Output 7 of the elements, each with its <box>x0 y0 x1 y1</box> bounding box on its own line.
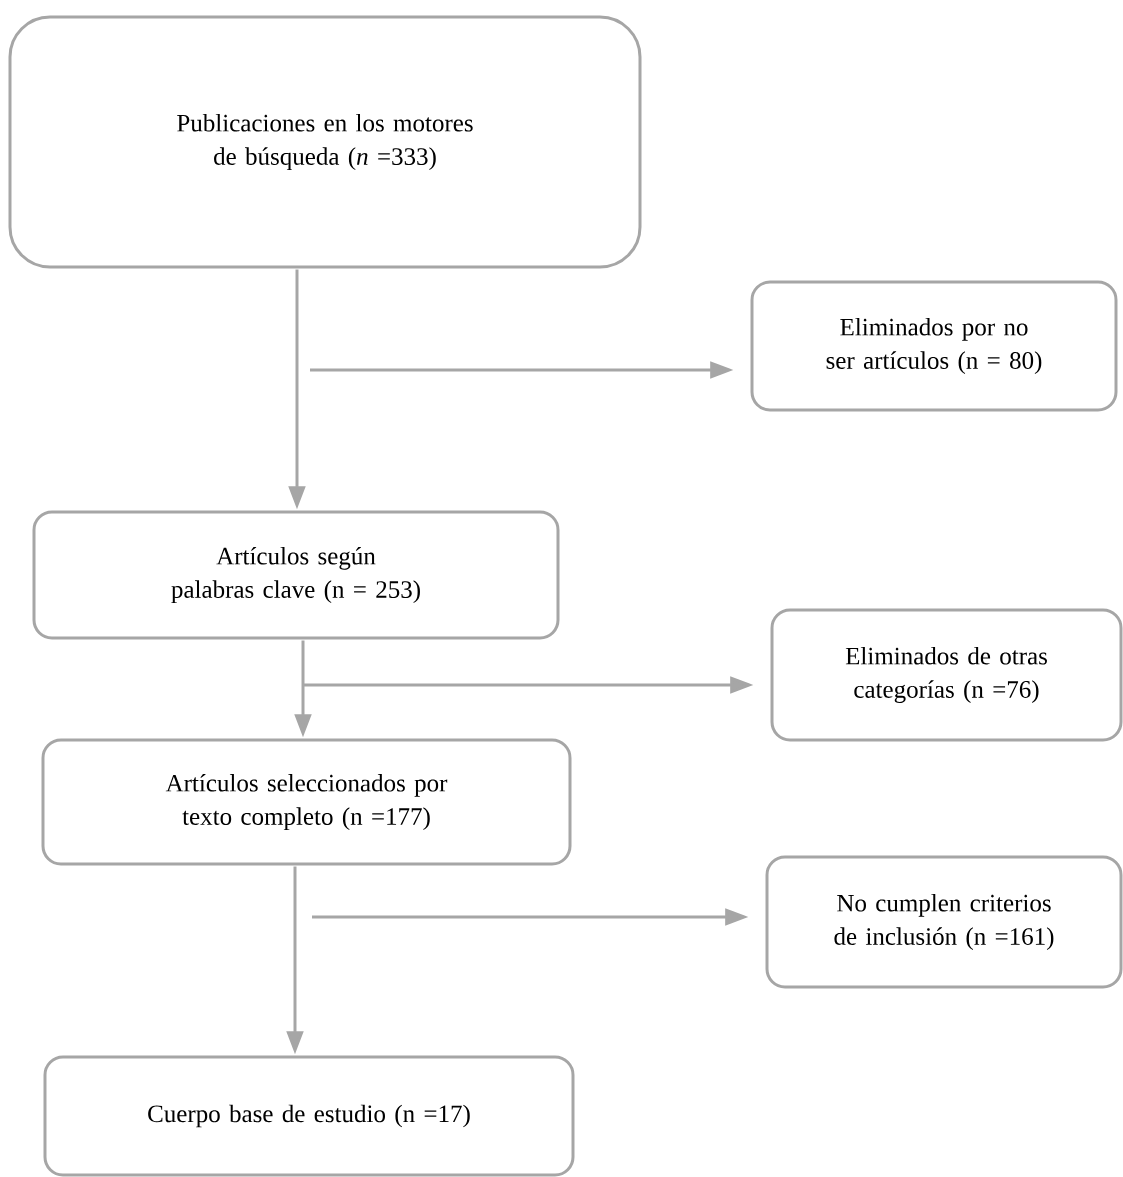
process-box: Eliminados por no ser artículos (n = 80) <box>750 280 1118 412</box>
process-box: Cuerpo base de estudio (n =17) <box>43 1055 575 1177</box>
process-box: Eliminados de otras categorías (n =76) <box>770 608 1123 742</box>
process-box: Artículos seleccionados por texto completo (n =177) <box>41 738 572 866</box>
process-box: Publicaciones en los motores de búsqueda (n =333) <box>8 15 642 269</box>
process-box: No cumplen criterios de inclusión (n =161) <box>765 855 1123 989</box>
process-box: Artículos según palabras clave (n = 253) <box>32 510 560 640</box>
